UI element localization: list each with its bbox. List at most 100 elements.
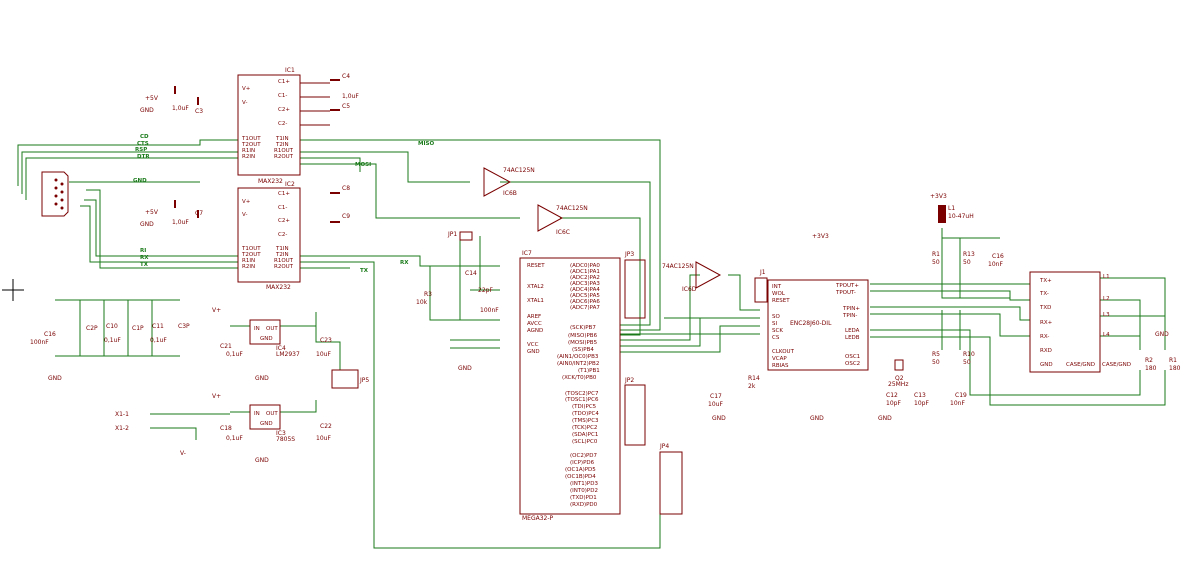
svg-text:(INT1)PD3: (INT1)PD3 [570, 481, 598, 487]
ic1-part: MAX232 [258, 178, 283, 185]
svg-text:C19: C19 [955, 392, 967, 399]
svg-text:1,0uF: 1,0uF [172, 219, 189, 226]
svg-text:(ADC2)PA2: (ADC2)PA2 [570, 275, 600, 281]
header-j1: J1 [754, 269, 768, 303]
header-jp5: JP5 [331, 369, 369, 389]
svg-text:GND: GND [878, 415, 892, 422]
header-jp2: JP2 [624, 377, 646, 446]
svg-text:R2OUT: R2OUT [274, 264, 294, 270]
svg-text:TPIN+: TPIN+ [842, 306, 860, 312]
svg-text:10pF: 10pF [914, 400, 929, 407]
svg-text:R2IN: R2IN [242, 264, 255, 270]
svg-text:GND: GND [260, 336, 273, 342]
ic2-part: MAX232 [266, 284, 291, 291]
svg-text:50: 50 [932, 259, 940, 266]
svg-text:IN: IN [254, 411, 260, 417]
svg-text:IC6D: IC6D [682, 286, 697, 293]
svg-text:50: 50 [963, 259, 971, 266]
svg-text:+5V: +5V [145, 209, 159, 216]
svg-text:SO: SO [772, 314, 780, 320]
svg-text:180: 180 [1169, 365, 1181, 372]
svg-text:0,1uF: 0,1uF [226, 351, 243, 358]
svg-text:1,0uF: 1,0uF [172, 105, 189, 112]
svg-text:IC4: IC4 [276, 345, 286, 352]
svg-text:(SDA)PC1: (SDA)PC1 [572, 432, 598, 438]
ic1-name: IC1 [285, 67, 295, 74]
svg-text:JP3: JP3 [624, 251, 634, 258]
svg-text:J1: J1 [759, 269, 766, 276]
svg-text:GND: GND [133, 178, 147, 184]
svg-text:RSP: RSP [135, 147, 147, 153]
svg-text:V+: V+ [242, 86, 251, 92]
svg-text:C21: C21 [220, 343, 232, 350]
capacitors: C16 100nF C2P C10 0,1uF C1P C11 0,1uF C3… [30, 253, 1004, 442]
svg-text:LEDB: LEDB [845, 335, 860, 341]
svg-text:C16: C16 [992, 253, 1004, 260]
svg-text:R1: R1 [932, 251, 940, 258]
svg-text:(RXD)PD0: (RXD)PD0 [570, 502, 598, 508]
svg-text:GND: GND [1040, 362, 1053, 368]
svg-text:CASE/GND: CASE/GND [1066, 362, 1095, 368]
ground-labels: GND GND GND GND GND GND GND GND [48, 331, 1169, 464]
svg-text:C11: C11 [152, 323, 164, 330]
svg-text:(ADC1)PA1: (ADC1)PA1 [570, 269, 600, 275]
svg-text:V-: V- [180, 450, 186, 457]
svg-text:L2: L2 [1103, 296, 1110, 302]
svg-text:50: 50 [932, 359, 940, 366]
svg-text:ENC28J60-DIL: ENC28J60-DIL [790, 320, 832, 327]
svg-text:TX: TX [360, 268, 369, 274]
svg-text:(ADC3)PA3: (ADC3)PA3 [570, 281, 600, 287]
svg-text:RBIAS: RBIAS [772, 363, 789, 369]
svg-text:TPOUT+: TPOUT+ [835, 283, 859, 289]
svg-text:C8: C8 [342, 185, 350, 192]
svg-text:74AC125N: 74AC125N [556, 205, 588, 212]
svg-text:C14: C14 [465, 270, 477, 277]
svg-text:GND: GND [48, 375, 62, 382]
svg-text:JP5: JP5 [359, 377, 369, 384]
svg-text:(OC2)PD7: (OC2)PD7 [570, 453, 598, 459]
svg-text:C1+: C1+ [278, 191, 290, 197]
svg-text:CLKOUT: CLKOUT [772, 349, 795, 355]
svg-text:CS: CS [772, 335, 780, 341]
svg-text:LEDA: LEDA [845, 328, 860, 334]
svg-text:+3V3: +3V3 [812, 233, 829, 240]
svg-text:(XCK/T0)PB0: (XCK/T0)PB0 [562, 375, 597, 381]
svg-text:CASE/GND: CASE/GND [1102, 362, 1131, 368]
svg-text:R14: R14 [748, 375, 760, 382]
svg-text:180: 180 [1145, 365, 1157, 372]
svg-text:CTS: CTS [137, 141, 149, 147]
svg-text:C2-: C2- [278, 232, 287, 238]
header-jp1: JP1 [447, 231, 473, 241]
svg-text:C1-: C1- [278, 93, 287, 99]
svg-text:C22: C22 [320, 423, 332, 430]
svg-text:GND: GND [1155, 331, 1169, 338]
svg-text:V+: V+ [242, 199, 251, 205]
crystal-q2: Q2 25MHz [888, 359, 908, 388]
header-jp3: JP3 [624, 251, 646, 319]
crosshair-icon [2, 279, 24, 301]
svg-text:10nF: 10nF [950, 400, 965, 407]
svg-text:50: 50 [963, 359, 971, 366]
svg-text:0,1uF: 0,1uF [104, 337, 121, 344]
svg-text:2k: 2k [748, 383, 756, 390]
buffer-ic6d: 74AC125N IC6D [662, 261, 722, 293]
svg-text:74AC125N: 74AC125N [662, 263, 694, 270]
svg-text:C1+: C1+ [278, 79, 290, 85]
svg-text:C18: C18 [220, 425, 232, 432]
svg-text:SI: SI [772, 321, 777, 327]
svg-text:+3V3: +3V3 [930, 193, 947, 200]
svg-text:100nF: 100nF [480, 307, 499, 314]
svg-text:74AC125N: 74AC125N [503, 167, 535, 174]
svg-text:(ADC5)PA5: (ADC5)PA5 [570, 293, 600, 299]
svg-text:T1OUT: T1OUT [241, 136, 261, 142]
svg-text:OUT: OUT [266, 411, 278, 417]
svg-text:(OC1B)PD4: (OC1B)PD4 [565, 474, 596, 480]
svg-text:GND: GND [140, 221, 154, 228]
db9-connector [41, 171, 69, 217]
svg-text:V+: V+ [212, 307, 221, 314]
svg-text:(ADC7)PA7: (ADC7)PA7 [570, 305, 600, 311]
svg-text:T1IN: T1IN [275, 246, 289, 252]
svg-text:T2IN: T2IN [275, 142, 289, 148]
svg-text:10nF: 10nF [988, 261, 1003, 268]
svg-text:10pF: 10pF [886, 400, 901, 407]
